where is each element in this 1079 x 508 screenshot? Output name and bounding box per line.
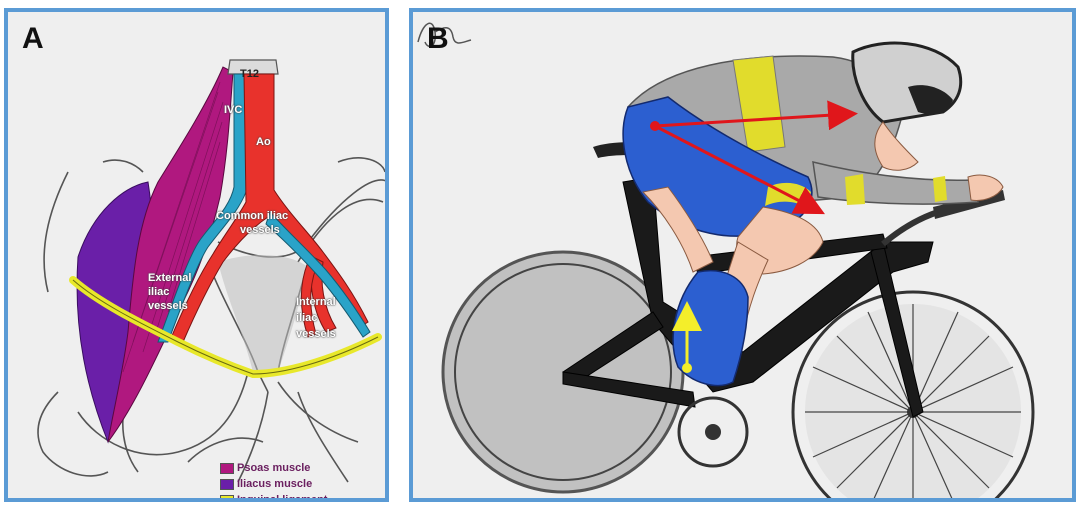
label-aorta: Ao (256, 136, 271, 148)
hip-point (650, 121, 660, 131)
legend-item-inguinal: Inguinal ligament (220, 492, 327, 502)
label-internal-iliac-line3: vessels (296, 328, 336, 340)
ankle-point (682, 363, 692, 373)
legend-swatch-inguinal (220, 495, 234, 503)
legend-item-iliacus: Iliacus muscle (220, 476, 327, 492)
wrist-yellow-band (933, 176, 947, 202)
label-internal-iliac-line1: Internal (296, 296, 336, 308)
stem (883, 212, 938, 244)
legend-label-inguinal: Inguinal ligament (237, 494, 327, 502)
legend-swatch-iliacus (220, 479, 234, 490)
label-common-iliac-line1: Common iliac (216, 210, 288, 222)
panel-b-cyclist: B (409, 8, 1076, 502)
label-common-iliac-line2: vessels (240, 224, 280, 236)
arm-yellow-band (845, 174, 865, 205)
legend-item-psoas: Psoas muscle (220, 460, 327, 476)
panel-letter-a: A (22, 22, 44, 56)
legend-swatch-psoas (220, 463, 234, 474)
label-ivc: IVC (224, 104, 242, 116)
legend-label-psoas: Psoas muscle (237, 462, 310, 474)
label-internal-iliac-line2: iliac (296, 312, 317, 324)
pelvis-illustration (8, 12, 385, 498)
crank-spindle (705, 424, 721, 440)
label-t12: T12 (240, 68, 259, 80)
panel-a-anatomy: A (4, 8, 389, 502)
label-external-iliac-line1: External (148, 272, 191, 284)
cyclist-illustration (413, 12, 1072, 498)
legend: Psoas muscle Iliacus muscle Inguinal lig… (220, 460, 327, 502)
label-external-iliac-line3: vessels (148, 300, 188, 312)
legend-label-iliacus: Iliacus muscle (237, 478, 312, 490)
panel-letter-b: B (427, 22, 449, 56)
label-external-iliac-line2: iliac (148, 286, 169, 298)
